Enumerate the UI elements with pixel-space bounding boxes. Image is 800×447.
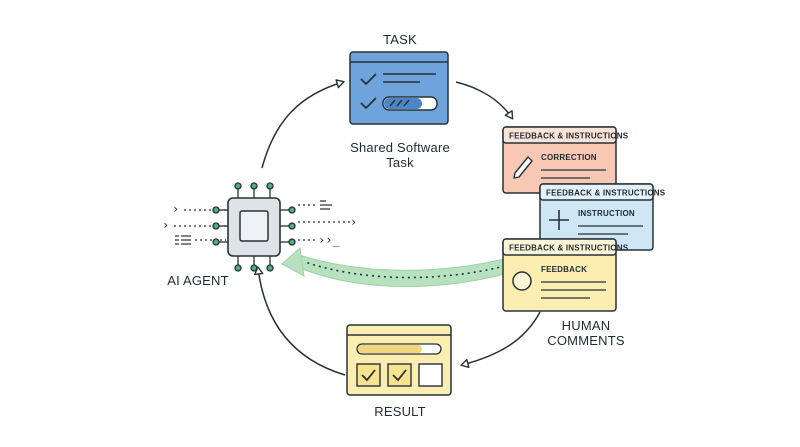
feedback-card-instruction: FEEDBACK & INSTRUCTIONS INSTRUCTION — [539, 183, 666, 251]
card-header: FEEDBACK & INSTRUCTIONS — [509, 244, 629, 253]
svg-text:›: › — [172, 202, 179, 216]
circle-icon — [512, 271, 532, 291]
task-caption-line2: Task — [386, 155, 414, 170]
ai-agent-chip: › › — [162, 182, 357, 272]
task-window — [349, 51, 449, 125]
check-icon — [360, 97, 377, 110]
arrow-task-to-feedback — [455, 81, 514, 120]
check-icon — [360, 73, 377, 86]
arrow-comments-to-result — [460, 311, 541, 369]
feedback-card-correction: FEEDBACK & INSTRUCTIONS CORRECTION — [502, 126, 629, 194]
card-header: FEEDBACK & INSTRUCTIONS — [546, 189, 666, 198]
ai-agent-label: AI AGENT — [167, 273, 229, 288]
card-title: FEEDBACK — [541, 265, 587, 274]
svg-text:››_: ››_ — [318, 233, 340, 247]
human-label-line1: HUMAN — [562, 318, 611, 333]
arrow-result-to-agent — [254, 266, 346, 376]
result-window — [346, 324, 452, 396]
pencil-icon — [513, 156, 533, 179]
card-header: FEEDBACK & INSTRUCTIONS — [509, 132, 629, 141]
card-title: INSTRUCTION — [578, 209, 635, 218]
list-icon — [320, 200, 332, 210]
plus-icon — [549, 210, 569, 230]
feedback-card-feedback: FEEDBACK & INSTRUCTIONS FEEDBACK — [502, 238, 629, 312]
task-caption-line1: Shared Software — [350, 140, 450, 155]
card-title: CORRECTION — [541, 153, 597, 162]
feedback-return-arrow — [281, 247, 513, 288]
check-icon — [392, 369, 407, 382]
result-label: RESULT — [374, 404, 426, 419]
arrow-agent-to-task — [261, 79, 345, 169]
check-icon — [361, 369, 376, 382]
svg-text:›: › — [162, 218, 169, 232]
task-heading: TASK — [383, 32, 417, 47]
list-icon — [175, 235, 191, 245]
human-label-line2: COMMENTS — [547, 333, 625, 348]
svg-text:›: › — [350, 215, 357, 229]
